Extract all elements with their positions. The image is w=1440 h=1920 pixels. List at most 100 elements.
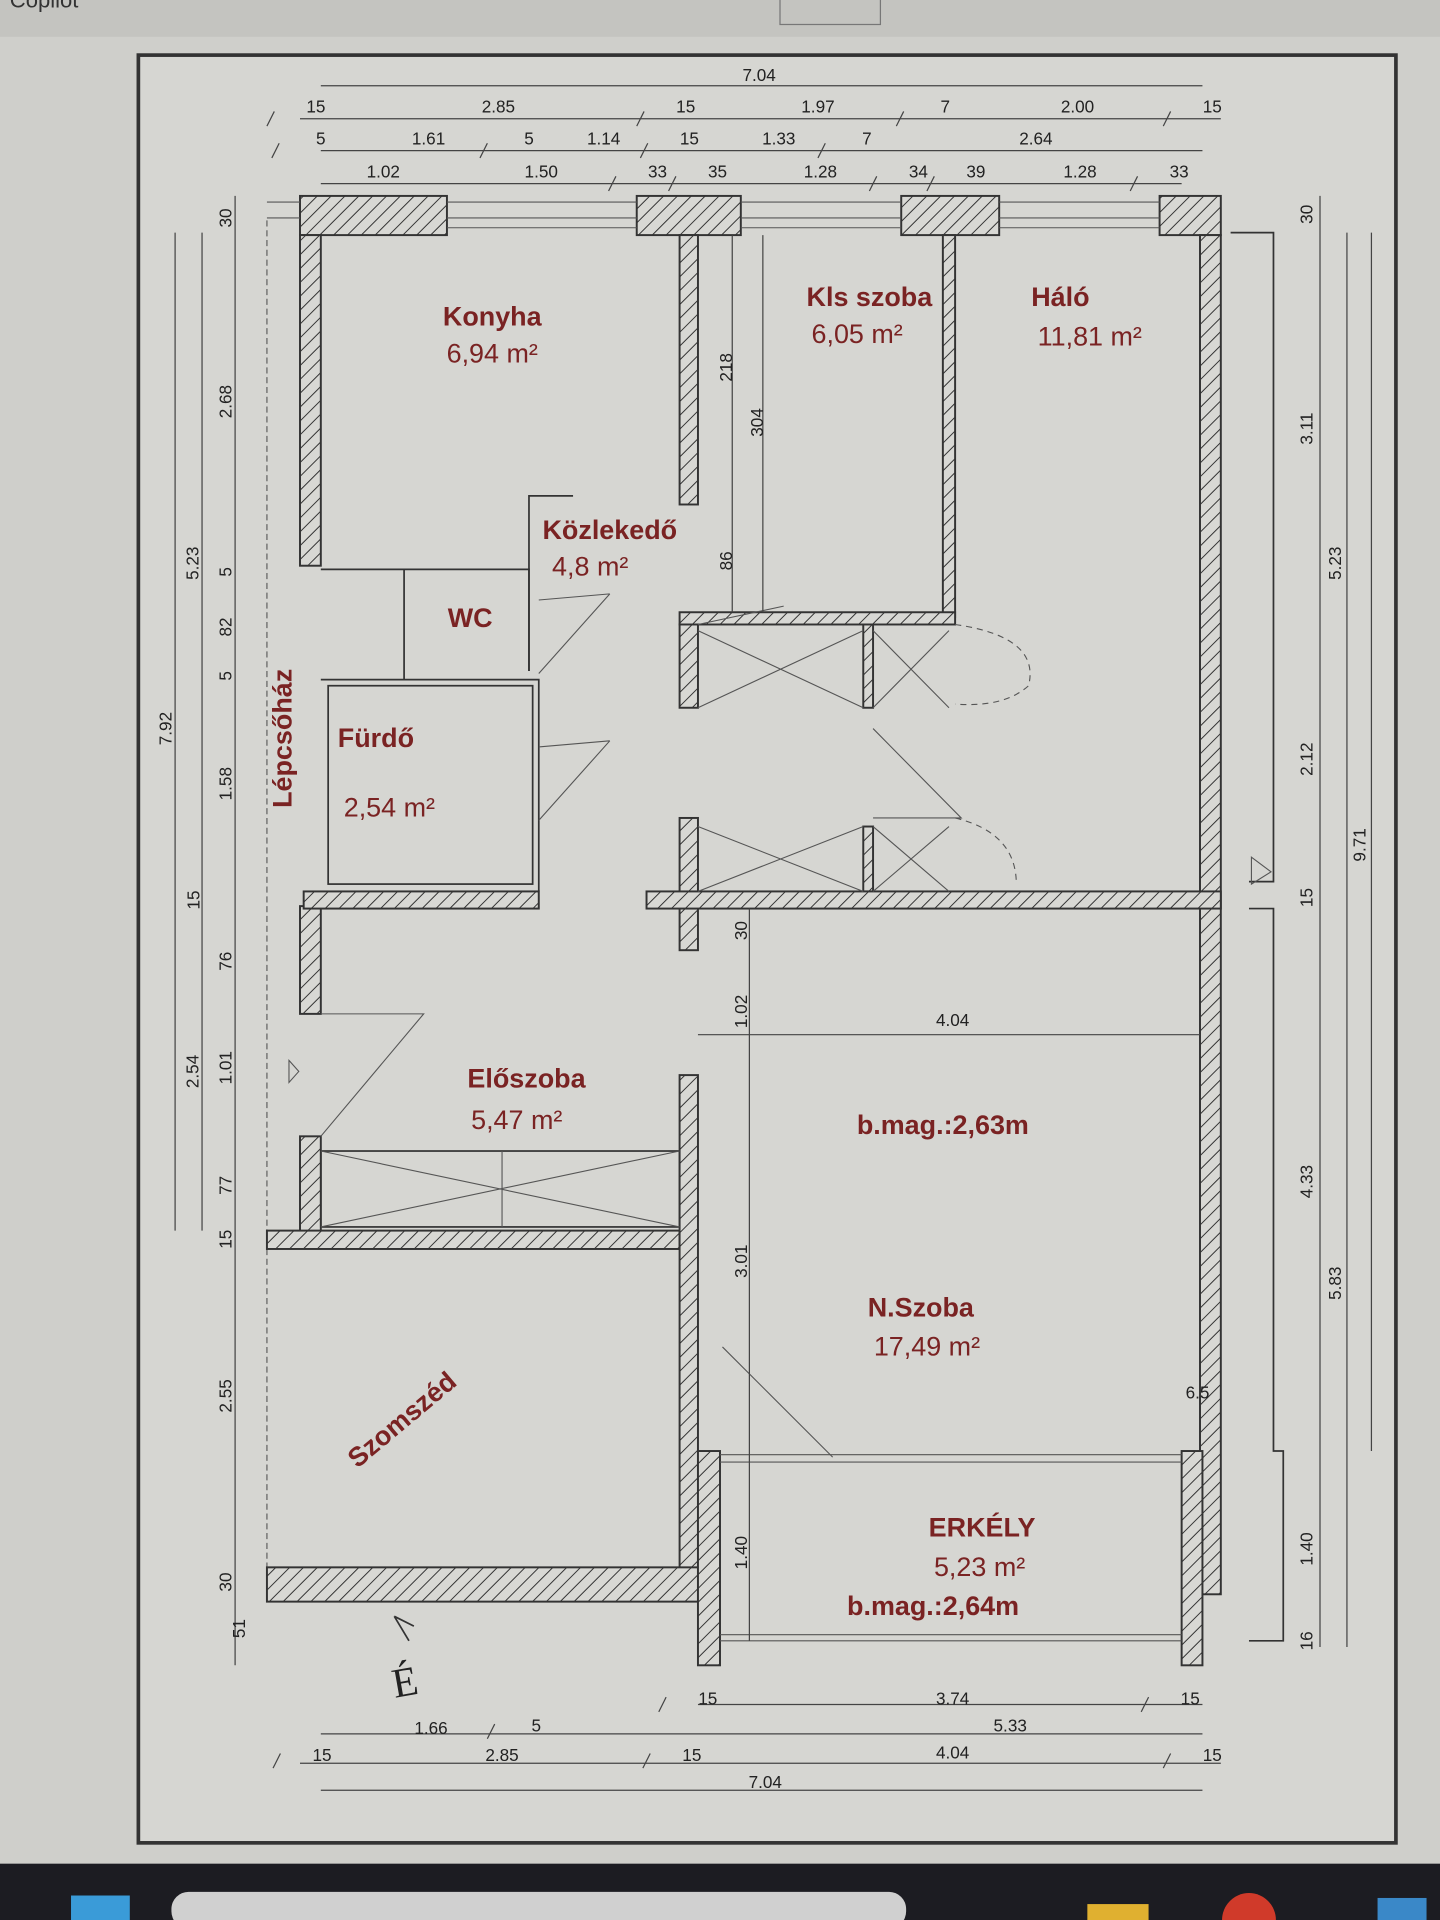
dimension-lines <box>174 85 1373 1791</box>
dimension-label-left: 2.54 <box>182 1054 202 1088</box>
dimension-label-inner: 3.01 <box>731 1245 751 1278</box>
dimension-label-left: 15 <box>184 890 204 909</box>
room-kozlekedo: Közlekedő 4,8 m² <box>542 515 677 582</box>
room-area: 5,47 m² <box>471 1105 562 1135</box>
dimension-label-top: 5 <box>524 128 534 148</box>
room-lepcsohaz: Lépcsőház <box>267 669 297 808</box>
room-name: Fürdő <box>338 723 414 753</box>
screen-top-bar <box>0 0 1440 37</box>
dimension-label-left: 5.23 <box>182 547 202 580</box>
start-button[interactable] <box>71 1895 130 1920</box>
window-button[interactable] <box>779 0 882 26</box>
dimension-label-bottom: 7.04 <box>749 1772 783 1792</box>
dimension-label-left: 1.01 <box>215 1051 235 1084</box>
taskbar-search[interactable] <box>171 1891 907 1920</box>
room-area: 6,05 m² <box>812 319 903 349</box>
dimension-tick <box>668 176 677 192</box>
dimension-label-left: 5 <box>215 671 235 681</box>
room-name: Konyha <box>443 302 543 332</box>
walls <box>265 194 1222 1667</box>
room-area: 2,54 m² <box>344 793 435 823</box>
dimension-label-top: 1.28 <box>1063 162 1096 182</box>
dimension-label-bottom: 2.85 <box>485 1745 518 1765</box>
dimension-label-inner: 1.40 <box>731 1536 751 1569</box>
dimension-label-inner: 1.02 <box>731 995 751 1028</box>
room-name: N.Szoba <box>868 1292 975 1322</box>
dimension-label-left: 1.58 <box>215 767 235 800</box>
dimension-label-top: 7.04 <box>743 65 777 85</box>
dimension-tick <box>1140 1696 1150 1713</box>
dimension-label-top: 39 <box>966 162 985 182</box>
ceiling-height: b.mag.:2,64m <box>847 1591 1019 1621</box>
dimension-tick <box>658 1696 667 1713</box>
room-name: Kls szoba <box>807 282 934 312</box>
facade-outline <box>1230 231 1285 1642</box>
dimension-label-top: 15 <box>676 97 695 117</box>
room-area: 17,49 m² <box>874 1332 980 1362</box>
dimension-label-right: 30 <box>1297 205 1317 224</box>
room-kis-szoba: Kls szoba 6,05 m² <box>807 282 934 349</box>
room-area: 4,8 m² <box>552 552 628 582</box>
room-area: 6,94 m² <box>447 338 538 368</box>
room-name: Háló <box>1031 282 1089 312</box>
dimension-tick <box>895 111 905 127</box>
dimension-tick <box>479 142 488 159</box>
dimension-tick <box>608 176 617 192</box>
dimension-label-bottom: 15 <box>1181 1688 1200 1708</box>
dimension-label-left: 82 <box>215 617 235 636</box>
dimension-tick <box>1162 111 1172 127</box>
dimension-label-left: 5 <box>215 567 235 577</box>
dimension-label-bottom: 3.74 <box>936 1688 970 1708</box>
dimension-label-bottom: 4.04 <box>936 1742 970 1762</box>
dimension-tick <box>642 1753 651 1769</box>
dimension-label-bottom: 5 <box>532 1715 542 1735</box>
room-erkely: ERKÉLY 5,23 m² b.mag.:2,64m <box>847 1512 1035 1621</box>
dimension-label-right: 1.40 <box>1297 1532 1317 1565</box>
room-wc: WC <box>448 603 493 633</box>
dimension-tick <box>1129 176 1139 192</box>
dimension-tick <box>926 176 935 192</box>
dimension-label-left: 51 <box>229 1619 249 1638</box>
dimension-label-top: 1.61 <box>412 128 445 148</box>
dimension-label-top: 1.33 <box>762 128 795 148</box>
dimension-label-top: 2.64 <box>1019 128 1053 148</box>
dimension-tick <box>266 111 275 127</box>
dimension-label-left: 7.92 <box>155 712 175 745</box>
taskbar-notepad-icon[interactable] <box>1377 1897 1427 1920</box>
taskbar-chrome-icon[interactable] <box>1222 1893 1276 1920</box>
dimension-tick <box>868 176 878 192</box>
dimension-label-bottom: 15 <box>682 1745 701 1765</box>
dimension-label-right: 9.71 <box>1349 828 1369 861</box>
dimension-label-top: 33 <box>1170 162 1189 182</box>
dimension-label-right: 5.23 <box>1325 547 1345 580</box>
dimension-label-top: 15 <box>306 97 325 117</box>
dimension-label-top: 7 <box>862 128 872 148</box>
room-n-szoba: b.mag.:2,63m N.Szoba 17,49 m² <box>857 1110 1029 1362</box>
dimension-label-left: 77 <box>215 1176 235 1195</box>
room-area: 11,81 m² <box>1038 321 1142 351</box>
dimension-label-inner: 304 <box>747 408 767 437</box>
dimension-label-top: 1.50 <box>525 162 558 182</box>
room-konyha: Konyha 6,94 m² <box>443 302 543 369</box>
room-name: Közlekedő <box>542 515 677 545</box>
dimension-label-right: 2.12 <box>1297 743 1317 776</box>
windows <box>266 201 1182 1642</box>
dimension-label-bottom: 1.66 <box>414 1718 447 1738</box>
dimension-label-top: 1.02 <box>367 162 400 182</box>
dimension-label-left: 30 <box>215 208 235 227</box>
dimension-tick <box>639 142 649 159</box>
dimension-tick <box>271 142 280 159</box>
dimension-label-left: 2.55 <box>215 1379 235 1412</box>
dimension-label-top: 1.14 <box>587 128 621 148</box>
taskbar-file-explorer-icon[interactable] <box>1087 1904 1149 1920</box>
dimension-tick <box>636 111 645 127</box>
dimension-label-right: 5.83 <box>1325 1267 1345 1300</box>
dimension-label-top: 15 <box>1203 97 1222 117</box>
dimension-label-bottom: 15 <box>313 1745 332 1765</box>
dimension-label-left: 76 <box>215 952 235 971</box>
dimension-label-top: 15 <box>680 128 699 148</box>
interior-lines <box>288 235 1272 1641</box>
dimension-label-right: 3.11 <box>1297 413 1317 445</box>
dimension-label-top: 1.97 <box>801 97 834 117</box>
